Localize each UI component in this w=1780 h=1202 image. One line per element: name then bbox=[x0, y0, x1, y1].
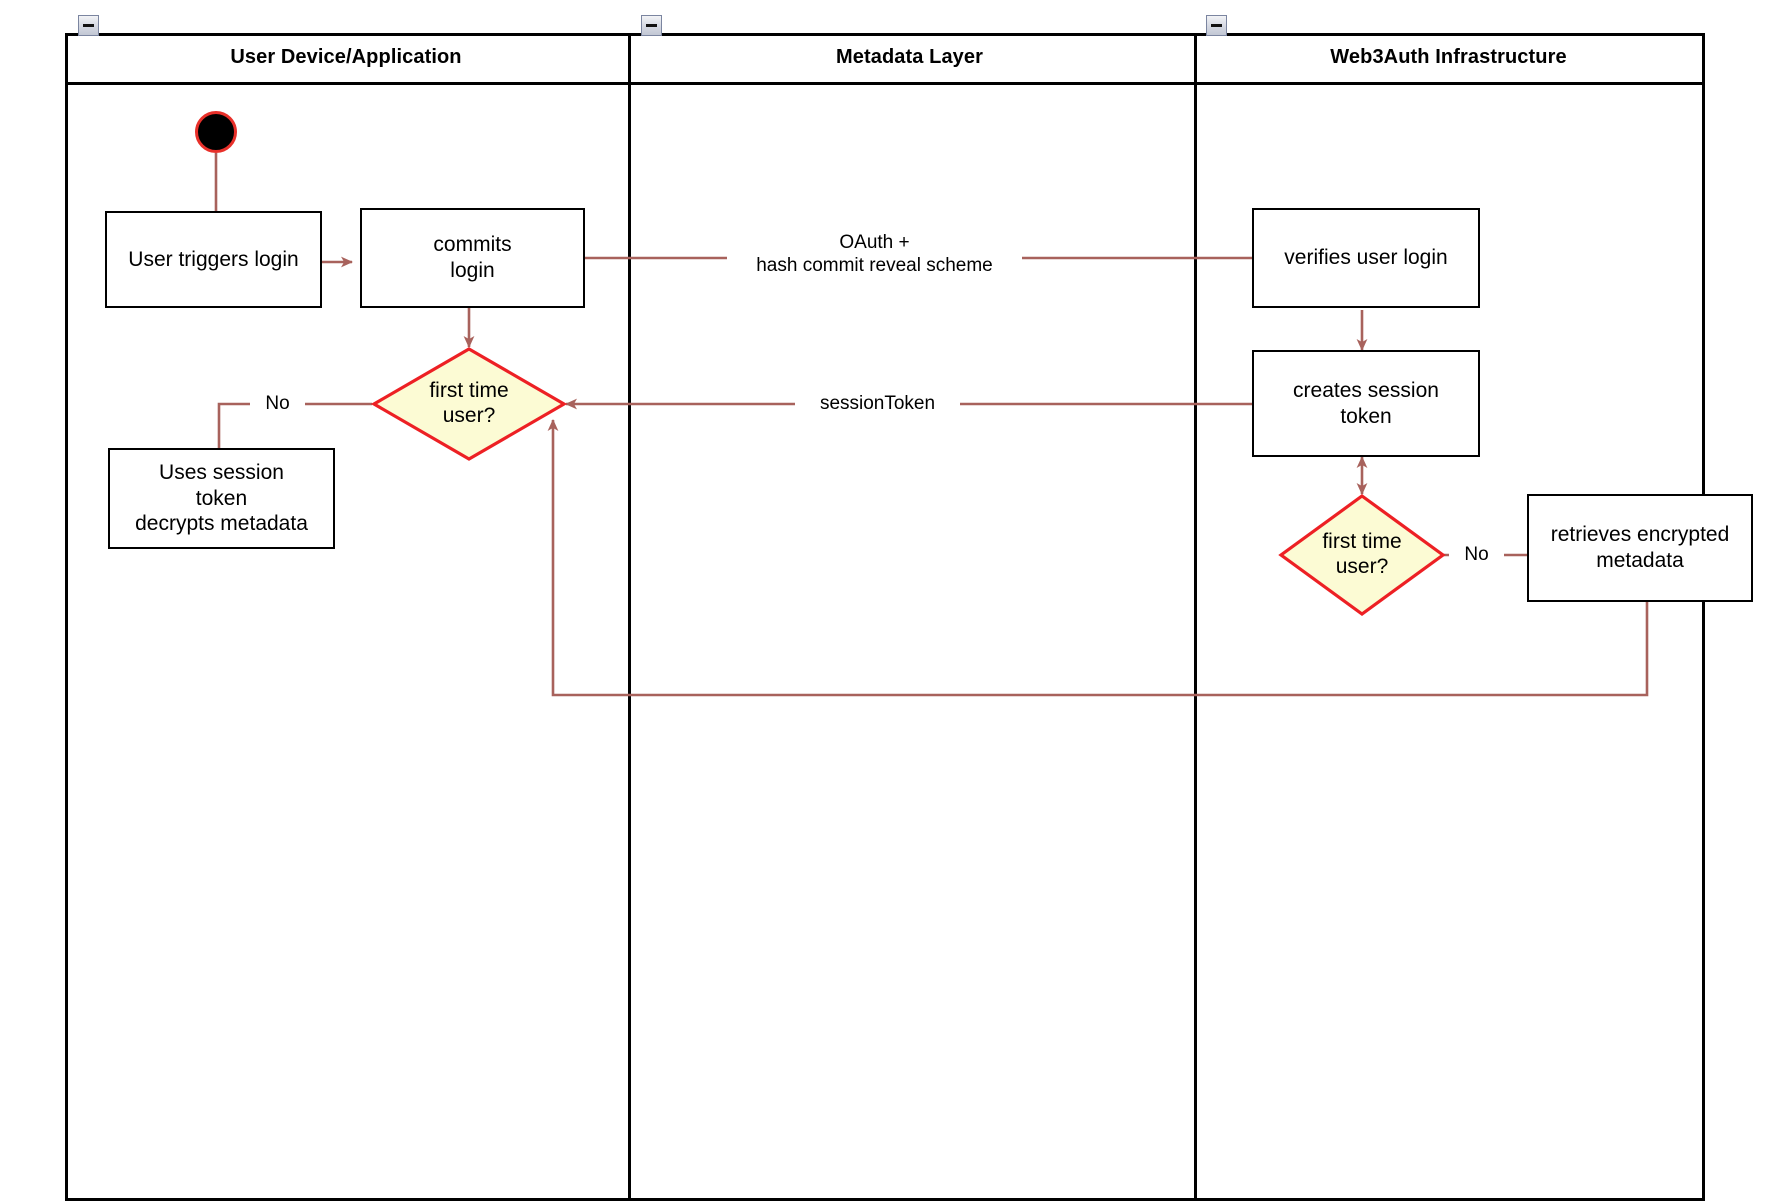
swimlane-divider-1 bbox=[628, 33, 631, 1201]
action-label: Uses session token decrypts metadata bbox=[135, 460, 308, 536]
edge-label-session-token: sessionToken bbox=[795, 392, 960, 416]
action-commits-login[interactable]: commits login bbox=[360, 208, 585, 308]
action-label: creates session token bbox=[1293, 378, 1439, 428]
action-retrieves-encrypted-metadata[interactable]: retrieves encrypted metadata bbox=[1527, 494, 1753, 602]
swimlane-title-user-device: User Device/Application bbox=[230, 46, 462, 68]
swimlane-divider-2 bbox=[1194, 33, 1197, 1201]
initial-node[interactable] bbox=[195, 111, 237, 153]
action-label: retrieves encrypted metadata bbox=[1550, 523, 1730, 572]
action-label: verifies user login bbox=[1284, 246, 1448, 270]
action-label: User triggers login bbox=[128, 247, 299, 271]
swimlane-header-row: User Device/Application Metadata Layer W… bbox=[65, 33, 1705, 85]
minus-glyph bbox=[83, 24, 94, 27]
edge-label-no-left: No bbox=[250, 392, 305, 416]
edge-label-oauth: OAuth + hash commit reveal scheme bbox=[727, 231, 1022, 278]
collapse-minus-icon-metadata[interactable] bbox=[641, 15, 662, 36]
action-verifies-user-login[interactable]: verifies user login bbox=[1252, 208, 1480, 308]
swimlane-title-metadata: Metadata Layer bbox=[835, 46, 983, 68]
collapse-minus-icon-web3auth[interactable] bbox=[1206, 15, 1227, 36]
swimlane-title-web3auth: Web3Auth Infrastructure bbox=[1330, 46, 1567, 68]
decision-first-time-user-right[interactable]: first time user? bbox=[1278, 494, 1446, 616]
swimlane-header-web3auth[interactable]: Web3Auth Infrastructure bbox=[1192, 33, 1705, 85]
action-creates-session-token[interactable]: creates session token bbox=[1252, 350, 1480, 457]
edge-label-no-right: No bbox=[1449, 543, 1504, 567]
swimlane-header-user-device[interactable]: User Device/Application bbox=[65, 33, 627, 85]
minus-glyph bbox=[1211, 24, 1222, 27]
minus-glyph bbox=[646, 24, 657, 27]
collapse-minus-icon-user-device[interactable] bbox=[78, 15, 99, 36]
swimlane-header-metadata[interactable]: Metadata Layer bbox=[627, 33, 1192, 85]
action-user-triggers-login[interactable]: User triggers login bbox=[105, 211, 322, 308]
decision-first-time-user-left[interactable]: first time user? bbox=[370, 347, 568, 461]
action-label: commits login bbox=[433, 233, 512, 282]
action-uses-session-token[interactable]: Uses session token decrypts metadata bbox=[108, 448, 335, 549]
